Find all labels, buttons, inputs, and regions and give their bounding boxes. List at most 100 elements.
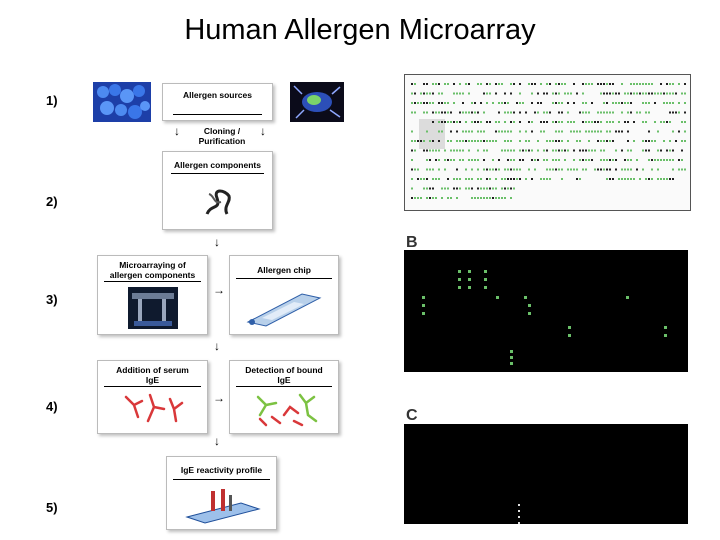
array-spot <box>621 130 623 133</box>
array-spot <box>468 92 470 95</box>
array-spot <box>591 102 593 104</box>
step-1-label: 1) <box>46 93 58 108</box>
array-spot <box>468 140 470 142</box>
array-spot <box>609 121 611 123</box>
array-spot <box>435 159 437 161</box>
array-spot <box>585 121 587 123</box>
array-spot <box>504 187 506 190</box>
array-spot <box>480 187 482 190</box>
array-spot <box>588 83 590 85</box>
array-spot <box>660 178 662 180</box>
array-spot <box>666 149 668 152</box>
array-spot <box>531 178 533 180</box>
array-spot <box>678 83 680 85</box>
array-spot <box>576 130 578 133</box>
arrow-down-icon: ↓ <box>214 235 220 249</box>
array-spot <box>477 121 479 123</box>
array-spot <box>429 159 431 161</box>
array-spot <box>612 121 614 123</box>
array-spot <box>435 149 437 152</box>
array-spot <box>573 159 575 161</box>
array-spot <box>453 83 455 85</box>
array-spot <box>447 102 449 104</box>
array-spot <box>564 83 566 85</box>
array-spot <box>552 140 554 142</box>
array-spot <box>426 178 428 180</box>
array-spot <box>606 130 608 133</box>
array-spot <box>501 149 503 152</box>
addition-igE-panel: Addition of serum IgE <box>97 360 208 434</box>
array-spot <box>435 83 437 85</box>
array-spot <box>420 197 422 199</box>
array-spot <box>414 140 416 142</box>
array-spot <box>558 149 560 152</box>
array-spot <box>585 149 587 152</box>
array-spot <box>486 187 488 190</box>
array-spot <box>609 92 611 95</box>
array-spot <box>484 286 487 289</box>
array-spot <box>660 159 662 161</box>
array-spot <box>603 140 605 142</box>
array-spot <box>537 92 539 95</box>
array-spot <box>681 149 683 152</box>
array-spot <box>516 168 518 171</box>
array-spot <box>426 111 428 114</box>
array-spot <box>672 159 674 161</box>
array-spot <box>444 149 446 152</box>
array-spot <box>474 140 476 142</box>
array-spot <box>518 522 520 524</box>
array-spot <box>663 178 665 180</box>
array-spot <box>568 326 571 329</box>
array-spot <box>519 168 521 171</box>
array-spot <box>555 130 557 133</box>
array-spot <box>432 149 434 152</box>
array-spot <box>504 121 506 123</box>
array-spot <box>432 187 434 190</box>
array-spot <box>645 92 647 95</box>
array-spot <box>591 83 593 85</box>
array-spot <box>495 83 497 85</box>
array-spot <box>618 121 620 123</box>
array-spot <box>477 111 479 114</box>
array-spot <box>456 130 458 133</box>
array-spot <box>486 197 488 199</box>
glass-slide-icon <box>246 293 322 327</box>
array-spot <box>612 83 614 85</box>
array-spot <box>561 149 563 152</box>
array-spot <box>561 83 563 85</box>
array-spot <box>501 187 503 190</box>
array-spot <box>471 121 473 123</box>
array-spot <box>654 92 656 95</box>
microarray-panel-b <box>404 250 688 372</box>
array-spot <box>510 159 512 161</box>
array-spot <box>663 159 665 161</box>
array-spot <box>558 130 560 133</box>
array-spot <box>633 178 635 180</box>
array-spot <box>420 178 422 180</box>
array-spot <box>456 187 458 190</box>
array-spot <box>507 130 509 133</box>
array-spot <box>576 92 578 95</box>
arrow-down-icon: ↓ <box>214 434 220 448</box>
array-spot <box>555 121 557 123</box>
array-spot <box>444 121 446 123</box>
array-spot <box>510 140 512 142</box>
array-spot <box>414 92 416 95</box>
array-spot <box>495 168 497 171</box>
microarraying-panel: Microarraying of allergen components <box>97 255 208 335</box>
array-spot <box>600 83 602 85</box>
array-spot <box>489 140 491 142</box>
array-spot <box>458 278 461 281</box>
array-spot <box>486 168 488 171</box>
step-4-label: 4) <box>46 399 58 414</box>
array-spot <box>518 516 520 518</box>
array-spot <box>600 140 602 142</box>
array-spot <box>423 102 425 104</box>
array-spot <box>447 187 449 190</box>
array-spot <box>558 159 560 161</box>
array-spot <box>483 92 485 95</box>
array-spot <box>615 92 617 95</box>
array-spot <box>606 178 608 180</box>
array-spot <box>456 178 458 180</box>
array-spot <box>510 168 512 171</box>
